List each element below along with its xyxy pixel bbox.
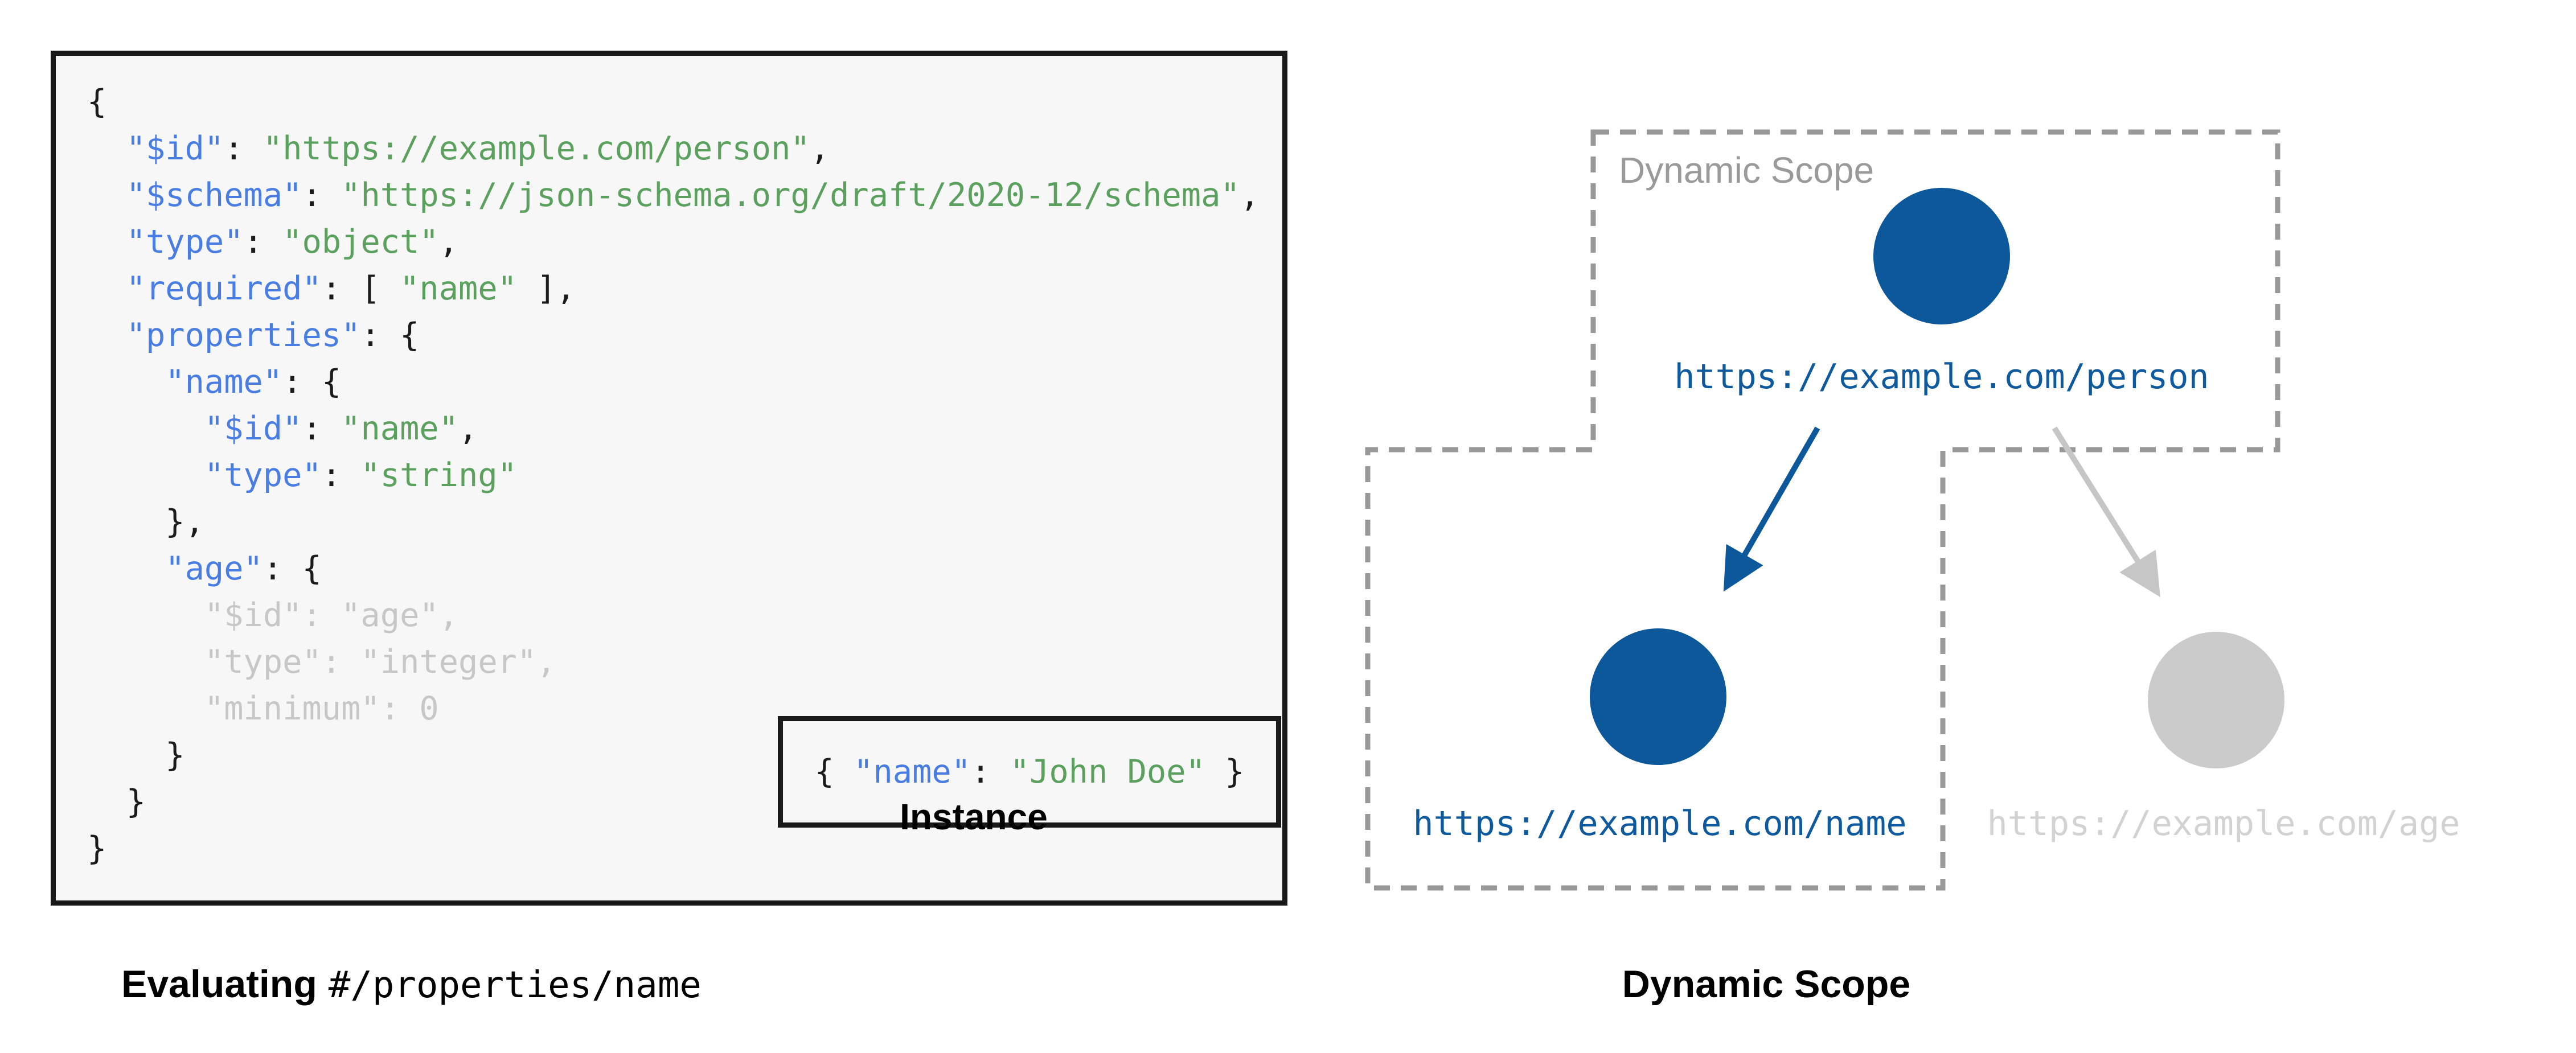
url-label-age: https://example.com/age — [1987, 804, 2460, 844]
code-line: "$id": "name", — [204, 410, 478, 447]
dynamic-scope-outline — [1365, 129, 2280, 891]
code-line: { — [87, 83, 107, 121]
arrow-person-to-age — [2052, 426, 2160, 598]
caption-json-pointer: #/properties/name — [328, 964, 702, 1006]
code-line: "properties": { — [126, 316, 420, 354]
code-line: "required": [ "name" ], — [126, 270, 576, 307]
caption-evaluating-word: Evaluating — [121, 962, 317, 1006]
caption-evaluating: Evaluating #/properties/name — [121, 962, 702, 1006]
url-label-person: https://example.com/person — [1674, 357, 2209, 397]
arrow-person-to-name — [1723, 426, 1820, 592]
caption-dynamic-scope: Dynamic Scope — [1622, 962, 1911, 1006]
code-line: } — [87, 830, 107, 867]
instance-code: { "name": "John Doe" } — [814, 753, 1245, 791]
code-line: "age": { — [165, 550, 322, 587]
code-line: }, — [87, 503, 204, 541]
code-line: "$id": "age", — [87, 597, 459, 634]
code-line: "$id": "https://example.com/person", — [126, 130, 830, 167]
person-node — [1873, 188, 2010, 324]
name-node — [1590, 628, 1726, 765]
instance-box: { "name": "John Doe" } — [778, 716, 1281, 828]
code-line: "type": "string" — [204, 456, 517, 494]
code-line: "minimum": 0 — [87, 690, 439, 727]
schema-code-panel: { "$id": "https://example.com/person", "… — [51, 51, 1287, 906]
age-node — [2148, 632, 2284, 768]
code-line: } — [87, 783, 146, 821]
code-line: "type": "integer", — [87, 643, 556, 681]
schema-code: { "$id": "https://example.com/person", "… — [87, 79, 1260, 872]
code-line: } — [87, 737, 185, 774]
url-label-name: https://example.com/name — [1413, 804, 1907, 844]
code-line: "type": "object", — [126, 223, 459, 261]
instance-label: Instance — [900, 796, 1048, 837]
code-line: "$schema": "https://json-schema.org/draf… — [126, 176, 1260, 214]
code-line: "name": { — [165, 363, 342, 401]
dynamic-scope-box-label: Dynamic Scope — [1619, 150, 1874, 191]
